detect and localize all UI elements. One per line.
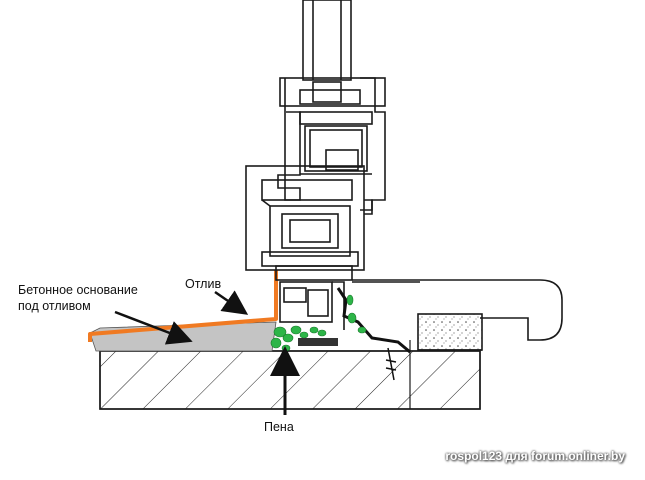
forum-watermark: rospol123 для forum.onliner.by [445,449,625,463]
sill-label: Отлив [185,277,222,291]
arrow-to-sill [214,290,249,315]
concrete-base-label-line1: Бетонное основание [18,283,138,297]
concrete-base-label-line2: под отливом [18,299,91,313]
arrow-to-concrete-base [114,310,193,345]
sealing-strip [298,338,338,346]
foam-label: Пена [264,420,294,434]
vapour-barrier-tape [336,287,411,354]
window-frame-profile [245,0,386,330]
interior-windowsill [352,279,563,351]
anchor-screw [385,347,397,381]
